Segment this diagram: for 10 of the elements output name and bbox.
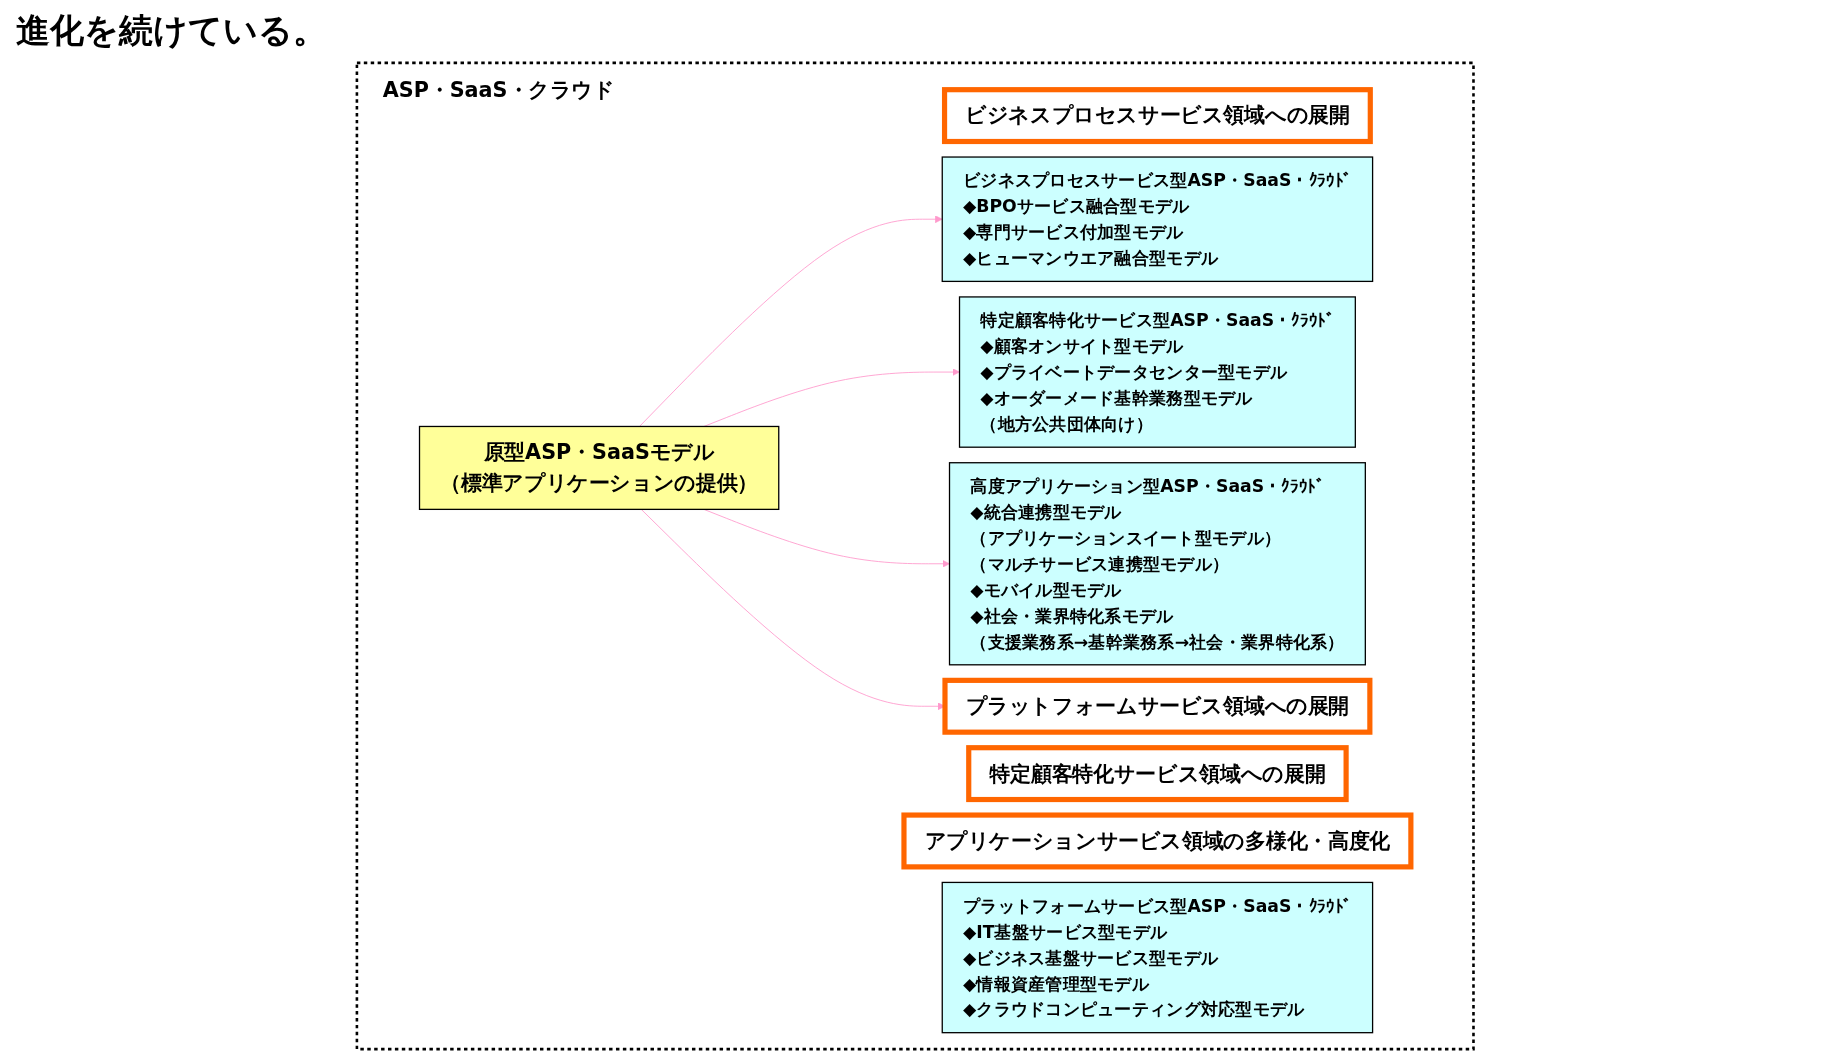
node-box: 原型ASP・SaaSモデル （標準アプリケーションの提供） <box>419 425 780 510</box>
node-box: プラットフォームサービス領域への展開 <box>942 677 1373 735</box>
node-box: 特定顧客特化サービス型ASP・SaaS・ｸﾗｳﾄﾞ ◆顧客オンサイト型モデル ◆プライベートデータセンター型モデル ◆オーダーメード基幹業務型モデル （地方公共団体向け） <box>959 296 1357 448</box>
node-box: ビジネスプロセスサービス領域への展開 <box>942 87 1374 145</box>
node-box: プラットフォームサービス型ASP・SaaS・ｸﾗｳﾄﾞ ◆IT基盤サービス型モデル ◆ビジネス基盤サービス型モデル ◆情報資産管理型モデル ◆クラウドコンピューティング対応型モデル <box>941 881 1374 1034</box>
node-box: 高度アプリケーション型ASP・SaaS・ｸﾗｳﾄﾞ ◆統合連携型モデル （アプリケーションスイート型モデル） （マルチサービス連携型モデル） ◆モバイル型モデル ◆社会・業界特化系モデル （支援業務系→基幹業務系→社会・業界特化系） <box>949 462 1367 666</box>
text-fragment: 進化を続けている。 <box>16 9 327 52</box>
node-box: 特定顧客特化サービス領域への展開 <box>966 745 1349 803</box>
node-box: ビジネスプロセスサービス型ASP・SaaS・ｸﾗｳﾄﾞ ◆BPOサービス融合型モデル ◆専門サービス付加型モデル ◆ヒューマンウエア融合型モデル <box>941 156 1374 283</box>
node-box: アプリケーションサービス領域の多様化・高度化 <box>901 812 1414 870</box>
